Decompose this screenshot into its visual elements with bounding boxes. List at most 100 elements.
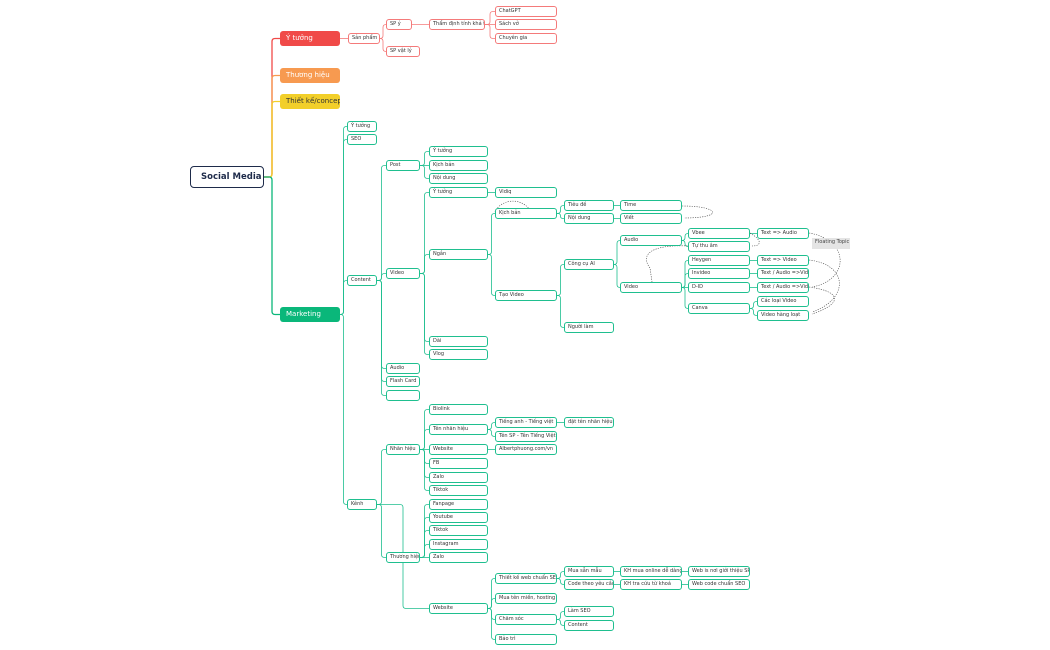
node-zalo-nh[interactable]: Zalo: [429, 472, 488, 483]
node-code-theo[interactable]: Code theo yêu cầu: [564, 579, 614, 590]
edge-content-to-post: [377, 165, 386, 281]
node-text-audio[interactable]: Text => Audio: [757, 228, 809, 239]
node-nhan-hieu[interactable]: Nhãn hiệu: [386, 444, 420, 455]
node-marketing[interactable]: Marketing: [280, 307, 340, 322]
node-cham-soc[interactable]: Chăm sóc: [495, 614, 557, 625]
edge-post-to-post-noi-dung: [420, 165, 429, 179]
node-web-gioi-thieu[interactable]: Web is nơi giới thiệu SP: [688, 566, 750, 577]
node-kh-tra-cuu[interactable]: KH tra cứu từ khoá: [620, 579, 682, 590]
node-invideo-v[interactable]: Text / Audio =>Video: [757, 268, 809, 279]
edge-video-to-vlog: [420, 273, 429, 355]
node-video[interactable]: Video: [386, 268, 420, 279]
node-content[interactable]: Content: [347, 275, 377, 286]
node-fb[interactable]: FB: [429, 458, 488, 469]
node-tham-dinh[interactable]: Thẩm định tính khả thi: [429, 19, 485, 30]
node-post-noi-dung[interactable]: Nội dung: [429, 173, 488, 184]
node-biolink[interactable]: Biolink: [429, 404, 488, 415]
edge-tao-video-to-nguoi-lam: [557, 295, 564, 328]
node-thiet-ke-web[interactable]: Thiết kế web chuẩn SEO: [495, 573, 557, 584]
node-heygen[interactable]: Heygen: [688, 255, 750, 266]
node-vbee[interactable]: Vbee: [688, 228, 750, 239]
node-dat-ten[interactable]: đặt tên nhãn hiệu: [564, 417, 614, 428]
node-tieu-de-v[interactable]: Time: [620, 200, 682, 211]
node-noi-dung-v[interactable]: Viết: [620, 213, 682, 224]
edge-audio-ai-to-vbee: [681, 233, 689, 241]
node-invideo[interactable]: Invideo: [688, 268, 750, 279]
node-ten-sp[interactable]: Tên SP - Tên Tiếng Việt: [495, 431, 557, 442]
edge-cong-cu-ai-to-audio-ai: [613, 240, 621, 265]
node-website-nh[interactable]: Website: [429, 444, 488, 455]
node-noi-dung[interactable]: Nội dung: [564, 213, 614, 224]
edge-nhan-hieu-to-tiktok-nh: [420, 449, 429, 491]
node-sp-y[interactable]: SP ý: [386, 19, 412, 30]
node-youtube[interactable]: Youtube: [429, 512, 488, 523]
edge-cham-soc-to-content-cs: [557, 619, 564, 626]
node-zalo-th[interactable]: Zalo: [429, 552, 488, 563]
node-web-code[interactable]: Web code chuẩn SEO: [688, 579, 750, 590]
node-canva[interactable]: Canva: [688, 303, 750, 314]
node-san-pham[interactable]: Sản phẩm: [348, 33, 380, 44]
node-video-ai[interactable]: Video: [620, 282, 682, 293]
node-root[interactable]: Social Media: [190, 166, 264, 188]
node-vlog[interactable]: Vlog: [429, 349, 488, 360]
node-tieu-de[interactable]: Tiêu đề: [564, 200, 614, 211]
node-y-tuong[interactable]: Ý tưởng: [280, 31, 340, 46]
node-did[interactable]: D-ID: [688, 282, 750, 293]
node-website[interactable]: Website: [429, 603, 488, 614]
node-thuong-hieu[interactable]: Thương hiệu: [386, 552, 420, 563]
node-tiktok-th[interactable]: Tiktok: [429, 525, 488, 536]
node-post[interactable]: Post: [386, 160, 420, 171]
node-did-v[interactable]: Text / Audio =>Video: [757, 282, 809, 293]
node-tieng-anh[interactable]: Tiếng anh - Tiếng việt: [495, 417, 557, 428]
node-ten-nhan-hieu[interactable]: Tên nhãn hiệu: [429, 424, 488, 435]
relationship-line: [808, 259, 840, 313]
node-ngan-y-tuong[interactable]: Ý tưởng: [429, 187, 488, 198]
node-thiet-ke[interactable]: Thiết kế/concept: [280, 94, 340, 109]
node-sach-vo[interactable]: Sách vở: [495, 19, 557, 30]
node-sp-vat-ly[interactable]: SP vật lý: [386, 46, 420, 57]
node-video-hang-loat[interactable]: Video hàng loạt: [757, 310, 809, 321]
node-post-y-tuong[interactable]: Ý tưởng: [429, 146, 488, 157]
node-instagram[interactable]: Instagram: [429, 539, 488, 550]
node-post-kich-ban[interactable]: Kịch bản: [429, 160, 488, 171]
edge-marketing-to-content: [340, 280, 347, 315]
edge-san-pham-to-sp-y: [379, 24, 387, 39]
node-audio[interactable]: Audio: [386, 363, 420, 374]
node-cong-cu-ai[interactable]: Công cụ AI: [564, 259, 614, 270]
edge-ngan-to-kich-ban: [488, 213, 495, 255]
edge-root-to-marketing: [264, 176, 280, 316]
node-tao-video[interactable]: Tạo Video: [495, 290, 557, 301]
node-albert[interactable]: Albertphuong.com/vn: [495, 444, 557, 455]
node-tu-thu-am[interactable]: Tự thu âm: [688, 241, 750, 252]
edge-cham-soc-to-lam-seo: [557, 611, 564, 620]
node-cac-loai-video[interactable]: Các loại Video: [757, 296, 809, 307]
node-mua-san-mau[interactable]: Mua sẵn mẫu: [564, 566, 614, 577]
node-chatgpt[interactable]: ChatGPT: [495, 6, 557, 17]
node-nguoi-lam[interactable]: Người làm: [564, 322, 614, 333]
node-fanpage[interactable]: Fanpage: [429, 499, 488, 510]
node-mua-ten-mien[interactable]: Mua tên miền, hosting: [495, 593, 557, 604]
node-lam-seo[interactable]: Làm SEO: [564, 606, 614, 617]
node-audio-ai[interactable]: Audio: [620, 235, 682, 246]
node-kich-ban[interactable]: Kịch bản: [495, 208, 557, 219]
node-m-y-tuong[interactable]: Ý tưởng: [347, 121, 377, 132]
node-dai[interactable]: Dài: [429, 336, 488, 347]
node-kh-mua[interactable]: KH mua online dễ dàng: [620, 566, 682, 577]
node-kenh[interactable]: Kênh: [347, 499, 377, 510]
node-heygen-v[interactable]: Text => Video: [757, 255, 809, 266]
node-flash-card[interactable]: Flash Card: [386, 376, 420, 387]
node-floating[interactable]: Floating Topic: [812, 238, 850, 249]
node-chuyen-gia[interactable]: Chuyên gia: [495, 33, 557, 44]
node-ngan[interactable]: Ngắn: [429, 249, 488, 260]
edge-kenh-to-thuong-hieu: [377, 504, 386, 558]
edge-kich-ban-to-tieu-de: [557, 205, 564, 214]
edge-nhan-hieu-to-ten-nhan-hieu: [420, 429, 429, 450]
node-m-seo[interactable]: SEO: [347, 134, 377, 145]
node-empty[interactable]: [386, 390, 420, 401]
node-bao-tri[interactable]: Bảo trì: [495, 634, 557, 645]
node-content-cs[interactable]: Content: [564, 620, 614, 631]
node-thuong-hieu-top[interactable]: Thương hiệu: [280, 68, 340, 83]
node-tiktok-nh[interactable]: Tiktok: [429, 485, 488, 496]
node-vidiq[interactable]: Vidiq: [495, 187, 557, 198]
